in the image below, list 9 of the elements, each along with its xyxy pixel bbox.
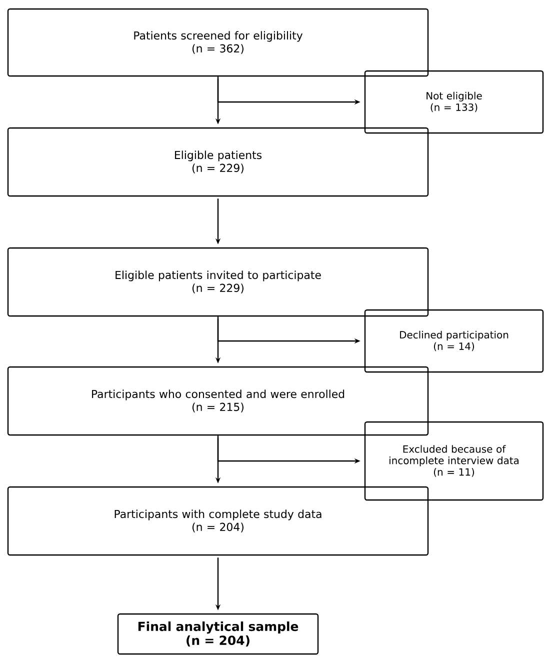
final-sample-box: Final analytical sample (n = 204) (117, 613, 319, 655)
exclusion-box: Excluded because of incomplete interview data (n = 11) (364, 421, 544, 501)
process-box: Participants who consented and were enrolled (n = 215) (7, 366, 429, 436)
process-box: Participants with complete study data (n = 204) (7, 486, 429, 556)
exclusion-box: Not eligible (n = 133) (364, 70, 544, 134)
process-box: Eligible patients (n = 229) (7, 127, 429, 197)
process-box: Eligible patients invited to participate (n = 229) (7, 247, 429, 317)
process-box: Patients screened for eligibility (n = 362) (7, 8, 429, 77)
exclusion-box: Declined participation (n = 14) (364, 309, 544, 373)
